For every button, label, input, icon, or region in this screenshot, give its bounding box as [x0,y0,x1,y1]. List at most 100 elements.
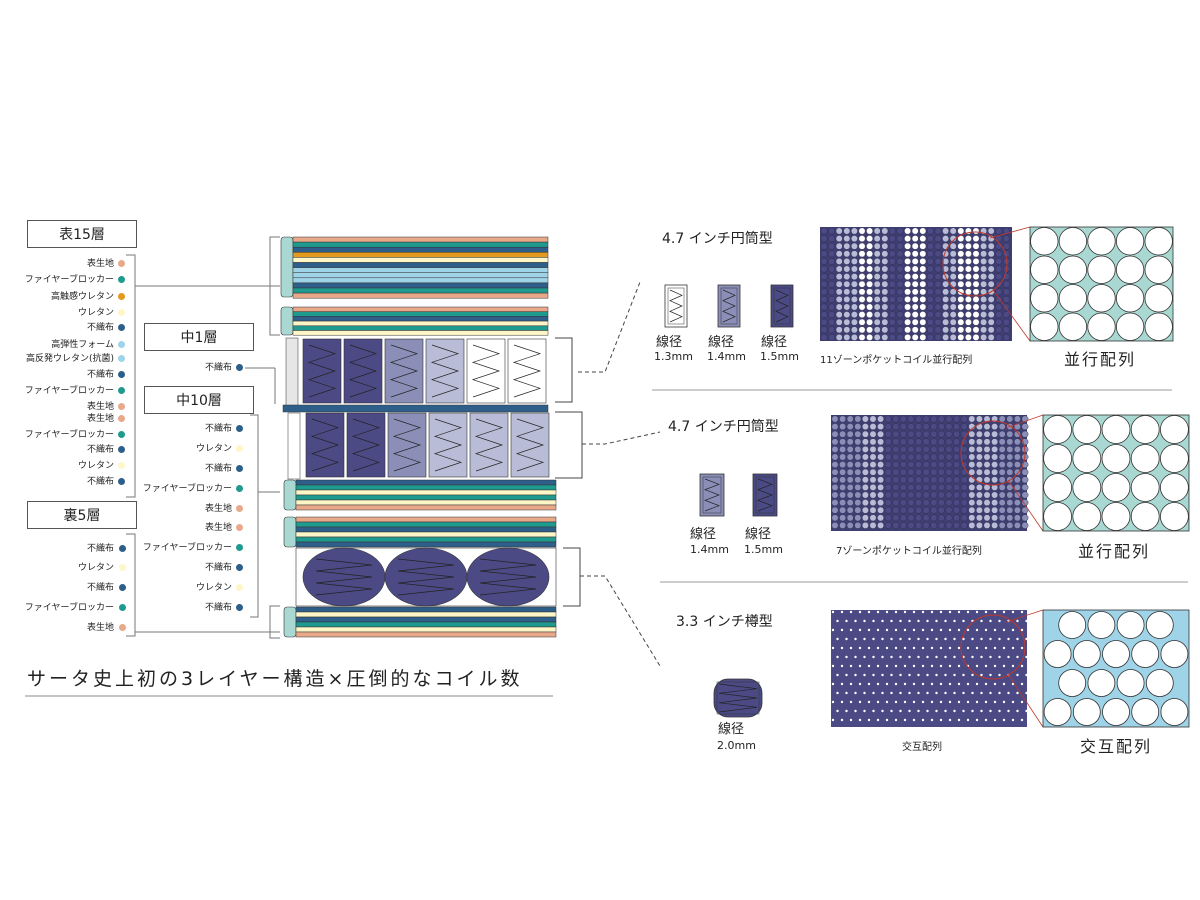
legend-bottom-item: ウレタン [77,563,114,573]
legend-top-item: 高触感ウレタン [50,292,114,302]
coil-icon-1-4mm [717,284,741,328]
leader-lines [578,281,661,667]
legend-top-item: 不織布 [86,323,114,333]
barrel-coil [466,547,550,607]
legend-mid10-item: 不織布 [86,445,114,455]
zoom-circle-3 [960,614,1026,680]
coil-icon-3-2-0mm [713,678,763,718]
coil-row1-cell [507,338,547,404]
legend-top-color-dot [118,324,125,331]
bottom-layer-label: 裏5層 [63,508,101,524]
s1-coil-2-label: 線径 [708,335,735,350]
legend-mid10-color-dot [236,564,243,571]
legend-mid10-color-dot [236,485,243,492]
coil-row2-edge [287,412,301,480]
legend-mid10-color-dot [118,415,125,422]
s1-coil-1-label: 線径 [656,335,683,350]
legend-top-item: 表生地 [86,402,114,412]
lower-pad1-edge [283,479,297,511]
legend-top-item: 不織布 [86,370,114,380]
mid10-layer-label-box: 中10層 [144,386,254,414]
legend-mid10-item: 表生地 [86,414,114,424]
coil-icon-2-1-4mm [699,473,725,517]
lower-pad1-stack [295,479,557,511]
legend-bottom-color-dot [119,624,126,631]
top-edge [280,236,294,298]
legend-mid10-color-dot [118,462,125,469]
legend-top-item: 高弾性フォーム [51,340,114,350]
mattress-cross-section [280,236,557,638]
legend-mid10-color-dot [236,604,243,611]
s1-coil-2-size: 1.4mm [707,350,746,363]
legend-mid10-item: ファイヤーブロッカー [142,484,232,494]
legend-mid10-item: 表生地 [204,523,232,533]
legend-mid10-color-dot [118,478,125,485]
mid1-layer-label-box: 中1層 [144,323,254,351]
coil-row2-cell [469,412,509,478]
bottom-layer-stack [295,606,557,638]
coil-row2-cell [510,412,550,478]
coil-row2-cell [346,412,386,478]
lower-pad2-stack [295,516,557,548]
legend-mid10-item: 不織布 [86,477,114,487]
legend-top-item: ファイヤーブロッカー [24,275,114,285]
coil-row2-cell [428,412,468,478]
s3-coil-1-label: 線径 [718,722,745,737]
legend-top-color-dot [118,276,125,283]
bottom-edge [283,606,297,638]
pattern-alternating [831,610,1028,727]
legend-mid10-color-dot [236,465,243,472]
legend-top-color-dot [118,355,125,362]
legend-top-item: ファイヤーブロッカー [24,386,114,396]
legend-bottom-color-dot [119,604,126,611]
coil-row1-cell [384,338,424,404]
legend-mid10-item: 不織布 [204,603,232,613]
legend-brackets [126,236,280,639]
coil-icon-1-5mm [770,284,794,328]
coil-row1-edge [285,337,299,407]
mid1-layer-label: 中1層 [180,330,218,346]
legend-mid10-item: 不織布 [204,563,232,573]
upper-pad-stack [292,306,549,336]
s3-pattern-caption: 交互配列 [902,742,942,753]
legend-mid10-item: ファイヤーブロッカー [24,430,114,440]
coil-brackets [555,337,583,607]
coil-row1-cell [343,338,383,404]
s3-coil-1-size: 2.0mm [717,739,756,752]
lower-pad2-edge [283,516,297,548]
coil-row1-cell [302,338,342,404]
legend-bottom-item: 不織布 [86,583,114,593]
legend-mid10-color-dot [118,446,125,453]
legend-mid10-item: 不織布 [204,464,232,474]
legend-top-color-dot [118,309,125,316]
legend-mid10-item: 不織布 [204,424,232,434]
legend-mid10-item: ファイヤーブロッカー [142,543,232,553]
legend-mid10-color-dot [236,544,243,551]
legend-mid1-item: 不織布 [204,363,232,373]
zoom-circle-2 [960,420,1026,486]
coil-row2-cell [305,412,345,478]
s1-coil-3-size: 1.5mm [760,350,799,363]
legend-mid10-item: ウレタン [195,583,232,593]
legend-bottom-item: 表生地 [86,623,114,633]
s1-coil-1-size: 1.3mm [654,350,693,363]
legend-top-item: 高反発ウレタン(抗菌) [25,354,114,364]
legend-top-item: 表生地 [86,259,114,269]
coil-icon-1-3mm [664,284,688,328]
legend-mid10-color-dot [118,431,125,438]
s1-zoom-caption: 並行配列 [1064,350,1137,369]
legend-mid10-color-dot [236,584,243,591]
coil-patterns [664,226,1190,728]
zoom-parallel-2 [1042,414,1190,532]
s2-coil-1-label: 線径 [690,527,717,542]
legend-top-color-dot [118,387,125,394]
s2-coil-2-label: 線径 [745,527,772,542]
legend-top-color-dot [118,403,125,410]
legend-mid1-color-dot [236,364,243,371]
legend-mid10-item: ウレタン [195,444,232,454]
legend-mid10-color-dot [236,445,243,452]
section-2-heading: 4.7 インチ円筒型 [668,419,779,435]
top-layer-label-box: 表15層 [27,220,137,248]
pattern-11-zone [820,227,1012,341]
